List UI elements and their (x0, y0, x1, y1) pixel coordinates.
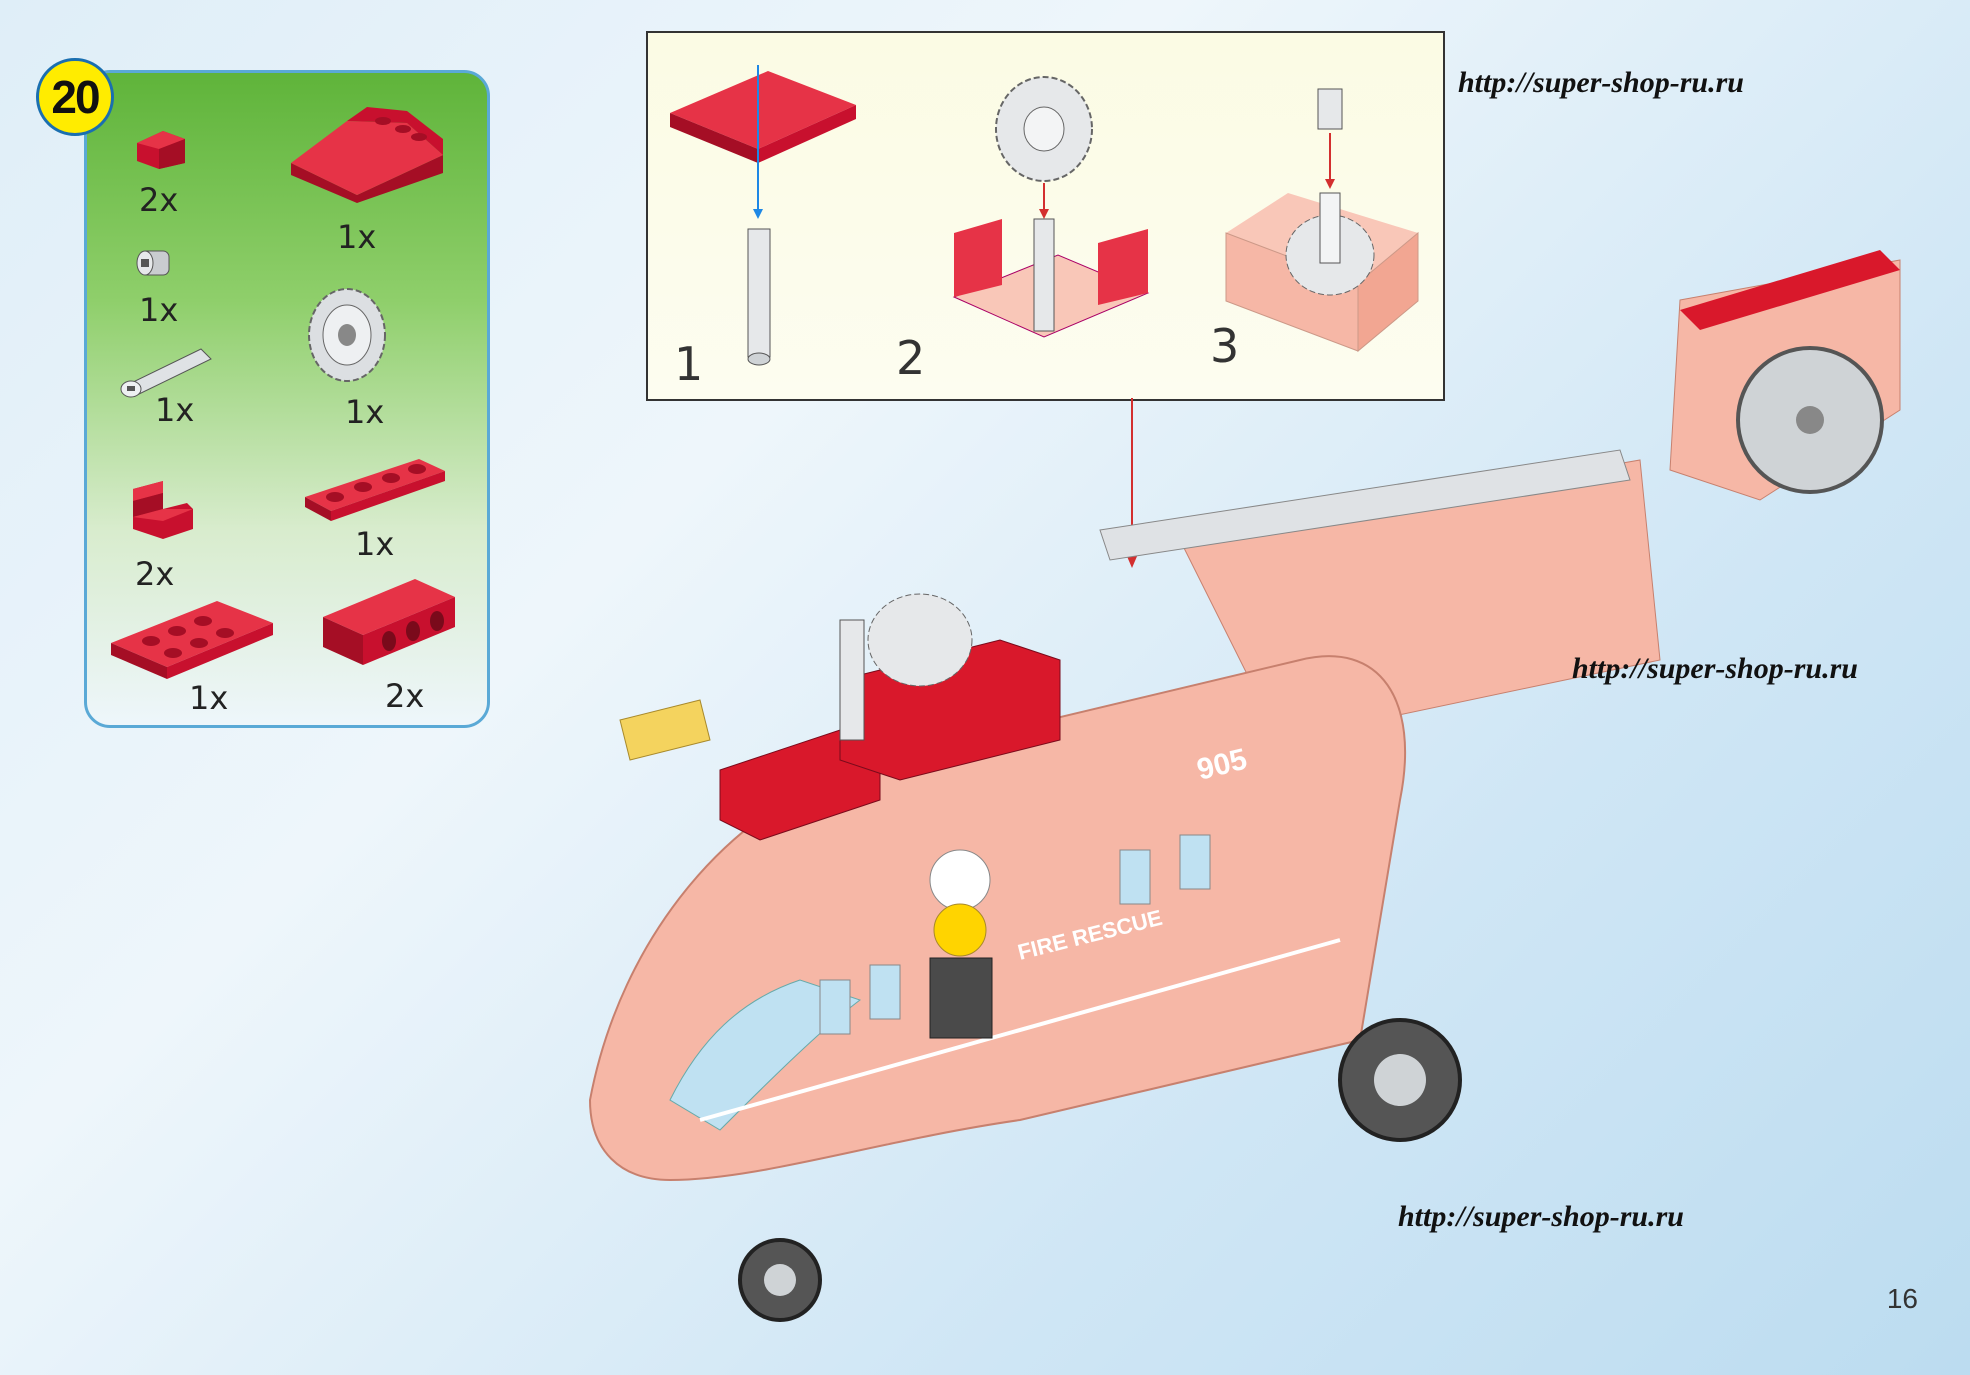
page-number: 16 (1886, 1283, 1918, 1314)
sub-assembly-drawing (670, 65, 1419, 366)
technic-brick-icon (319, 573, 459, 669)
qty-label: 1x (189, 679, 229, 717)
qty-label: 1x (345, 393, 385, 431)
qty-label: 1x (155, 391, 195, 429)
qty-label: 1x (337, 218, 377, 256)
watermark-url: http://super-shop-ru.ru (1398, 1200, 1684, 1233)
watermark-url: http://super-shop-ru.ru (1458, 66, 1744, 99)
parts-list-panel: 2x 1x 1x (84, 70, 490, 728)
plate-1x4-icon (299, 453, 449, 525)
sub-assembly-box: 1 2 3 (646, 31, 1445, 401)
technic-bush-icon (131, 243, 179, 283)
sub-step-number: 2 (896, 331, 926, 385)
qty-label: 1x (355, 525, 395, 563)
technic-axle-icon (117, 341, 217, 401)
qty-label: 2x (139, 181, 179, 219)
sub-step-number: 1 (674, 337, 704, 391)
helicopter-illustration: FIRE RESCUE 905 (580, 240, 1920, 1345)
slope-brick-small-icon (131, 123, 191, 171)
step-number-badge: 20 (36, 58, 114, 136)
qty-label: 2x (385, 677, 425, 715)
sub-step-number: 3 (1210, 319, 1240, 373)
bracket-icon (127, 479, 199, 541)
slope-brick-large-icon (287, 103, 447, 203)
gear-wheel-icon (305, 285, 389, 385)
plate-2x4-icon (107, 593, 277, 683)
qty-label: 1x (139, 291, 179, 329)
watermark-url: http://super-shop-ru.ru (1572, 652, 1858, 685)
qty-label: 2x (135, 555, 175, 593)
